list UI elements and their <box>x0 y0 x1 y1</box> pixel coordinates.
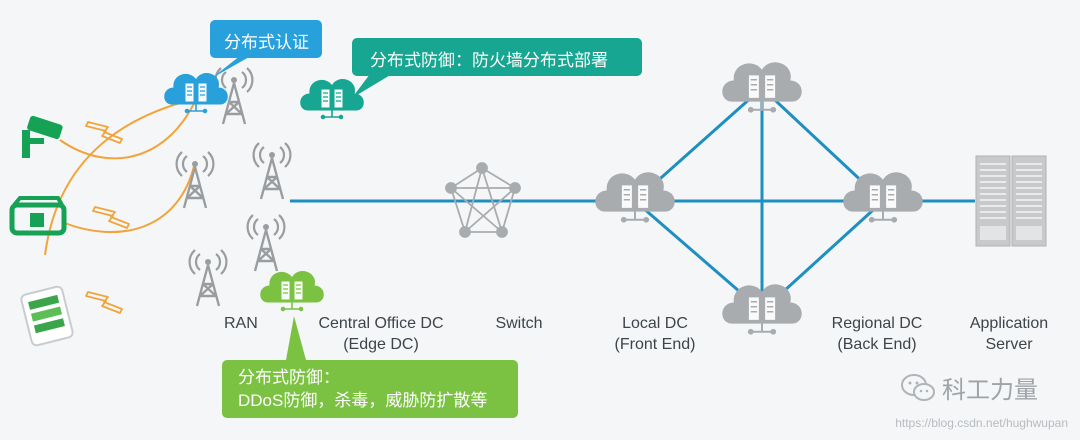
ddos-callout-line1: 分布式防御： <box>238 368 340 387</box>
switch-mesh-icon <box>445 162 521 238</box>
url-watermark: https://blog.csdn.net/hughwupan <box>895 416 1068 430</box>
application-server-label: Application Server <box>969 315 1049 353</box>
vr-link <box>61 161 196 234</box>
camera-icon <box>22 115 63 158</box>
wireless-bolt-icon <box>85 291 123 314</box>
wechat-icon <box>901 373 935 401</box>
switch-label: Switch <box>495 315 543 332</box>
local-dc-cloud-icon <box>594 171 676 223</box>
signal-tower-icon <box>246 213 286 273</box>
bottom-dc-cloud-icon <box>721 283 803 335</box>
wechat-watermark: 科工力量 <box>900 370 1038 405</box>
camera-link <box>59 94 199 160</box>
ddos-callout-arrow <box>286 316 306 360</box>
phone-icon <box>20 285 74 347</box>
wireless-signal-icons <box>85 121 130 314</box>
auth-callout-text: 分布式认证 <box>224 33 309 52</box>
regional-dc-label: Regional DC (Back End) <box>831 315 923 353</box>
vr-glasses-icon <box>9 196 67 236</box>
ddos-callout-line2: DDoS防御，杀毒，威胁防扩散等 <box>238 391 488 410</box>
wireless-bolt-icon <box>92 206 130 229</box>
firewall-callout-text: 分布式防御：防火墙分布式部署 <box>370 51 608 70</box>
brand-watermark: 科工力量 <box>942 376 1038 404</box>
local-dc-label: Local DC (Front End) <box>614 315 696 353</box>
signal-tower-icon <box>252 141 292 201</box>
ddos-callout: 分布式防御： DDoS防御，杀毒，威胁防扩散等 <box>222 360 518 418</box>
server-rack-icon <box>975 155 1047 247</box>
firewall-cloud-server-icon <box>299 78 365 120</box>
firewall-callout: 分布式防御：防火墙分布式部署 <box>352 38 642 76</box>
device-links <box>44 94 199 256</box>
regional-dc-cloud-icon <box>842 171 924 223</box>
ran-label: RAN <box>224 315 258 332</box>
top-dc-cloud-icon <box>721 61 803 113</box>
central-office-label: Central Office DC (Edge DC) <box>318 315 444 353</box>
signal-tower-icon <box>175 150 215 210</box>
signal-tower-icon <box>188 248 228 308</box>
firewall-callout-arrow <box>352 74 392 98</box>
edge-cloud-server-icon <box>259 270 325 312</box>
auth-cloud-server-icon <box>163 72 229 114</box>
auth-callout: 分布式认证 <box>210 20 322 58</box>
